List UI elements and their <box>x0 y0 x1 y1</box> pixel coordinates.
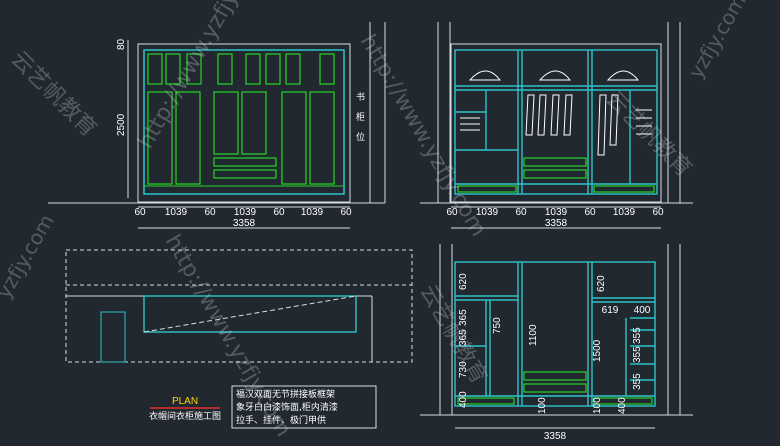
plan-diagonal <box>143 295 357 333</box>
section-dim-4: 1039 <box>545 207 568 218</box>
section-dim-2: 1039 <box>476 207 499 218</box>
plan-title: PLAN <box>172 396 198 407</box>
notes-frame <box>231 385 377 429</box>
front-top-dim: 80 <box>116 38 127 50</box>
inner-dim-619: 619 <box>602 305 619 316</box>
inner-dim-620b: 620 <box>596 275 607 292</box>
inner-dim-365b: 365 <box>458 329 469 346</box>
section-elevation: 60 1039 60 1039 60 1039 60 3358 <box>420 22 693 229</box>
front-dim-2: 1039 <box>165 207 188 218</box>
plan-view: PLAN 衣帽间衣柜施工图 <box>65 249 413 422</box>
plan-dashed-outline <box>65 249 413 363</box>
section-clothes <box>460 70 652 156</box>
section-dim-1: 60 <box>446 207 458 218</box>
front-dim-7: 60 <box>340 207 352 218</box>
front-lower-doors <box>147 91 335 185</box>
inner-dim-400a: 400 <box>458 391 469 408</box>
section-carcass <box>454 49 658 195</box>
note-line-3: 拉手、挂件、极门甲供 <box>236 414 326 426</box>
front-side-note-2: 柜 <box>356 111 365 123</box>
watermark-url-3: http://www.yzfjy.com <box>160 231 296 442</box>
inner-dim-355a: 355 <box>632 327 643 344</box>
watermark-brand-1: 云艺帆教育 <box>6 47 101 142</box>
section-dim-7: 60 <box>652 207 664 218</box>
section-dim-3: 60 <box>515 207 527 218</box>
front-dim-5: 60 <box>273 207 285 218</box>
inner-total-dim: 3358 <box>544 431 567 442</box>
inner-dim-620: 620 <box>458 273 469 290</box>
front-cabinet <box>143 49 345 195</box>
front-side-note-1: 书 <box>356 92 365 103</box>
watermark-brand-2: 云艺帆教育 <box>601 87 696 182</box>
inner-elevation: 620 365 365 750 1100 730 400 620 1500 61… <box>420 244 693 442</box>
front-elevation: 80 2500 书 柜 位 60 1039 60 1039 60 1039 60… <box>48 22 386 229</box>
plan-side-cabinet <box>100 311 126 363</box>
front-outline <box>137 43 351 203</box>
watermark-url-2: http://www.yzfjy.com <box>355 31 491 242</box>
watermark-domain-1: yzfjy.com <box>0 210 59 303</box>
inner-dim-400b: 400 <box>634 305 651 316</box>
inner-dim-750: 750 <box>492 317 503 334</box>
section-dim-5: 60 <box>584 207 596 218</box>
inner-dim-355b: 355 <box>632 346 643 363</box>
front-side-note-3: 位 <box>356 131 365 143</box>
section-total-dim: 3358 <box>545 218 568 229</box>
front-upper-doors <box>147 53 335 85</box>
note-line-1: 福汉双面无节拼接板框架 <box>236 388 335 400</box>
plan-subtitle: 衣帽间衣柜施工图 <box>149 410 221 422</box>
inner-dim-355c: 355 <box>632 373 643 390</box>
inner-dim-1500: 1500 <box>592 339 603 362</box>
front-dim-6: 1039 <box>301 207 324 218</box>
inner-dim-1100: 1100 <box>528 324 539 346</box>
front-height-dim: 2500 <box>116 113 127 136</box>
notes-box: 福汉双面无节拼接板框架 象牙白白漆饰面,柜内清漆 拉手、挂件、极门甲供 <box>231 385 377 429</box>
section-drawers <box>457 157 655 193</box>
inner-carcass <box>454 261 656 407</box>
front-dim-4: 1039 <box>234 207 257 218</box>
inner-dim-100b: 100 <box>592 397 603 414</box>
inner-dim-365a: 365 <box>458 309 469 326</box>
watermark-domain-2: yzfjy.com <box>684 0 751 82</box>
inner-dim-100a: 100 <box>537 397 548 414</box>
inner-dim-730: 730 <box>458 361 469 378</box>
note-line-2: 象牙白白漆饰面,柜内清漆 <box>236 401 338 413</box>
front-total-dim: 3358 <box>233 218 256 229</box>
section-outline <box>450 43 662 203</box>
inner-dim-400c: 400 <box>617 397 628 414</box>
plan-cabinet <box>143 295 357 333</box>
inner-drawers <box>457 371 653 405</box>
section-dim-6: 1039 <box>613 207 636 218</box>
front-dim-1: 60 <box>134 207 146 218</box>
front-dim-3: 60 <box>204 207 216 218</box>
